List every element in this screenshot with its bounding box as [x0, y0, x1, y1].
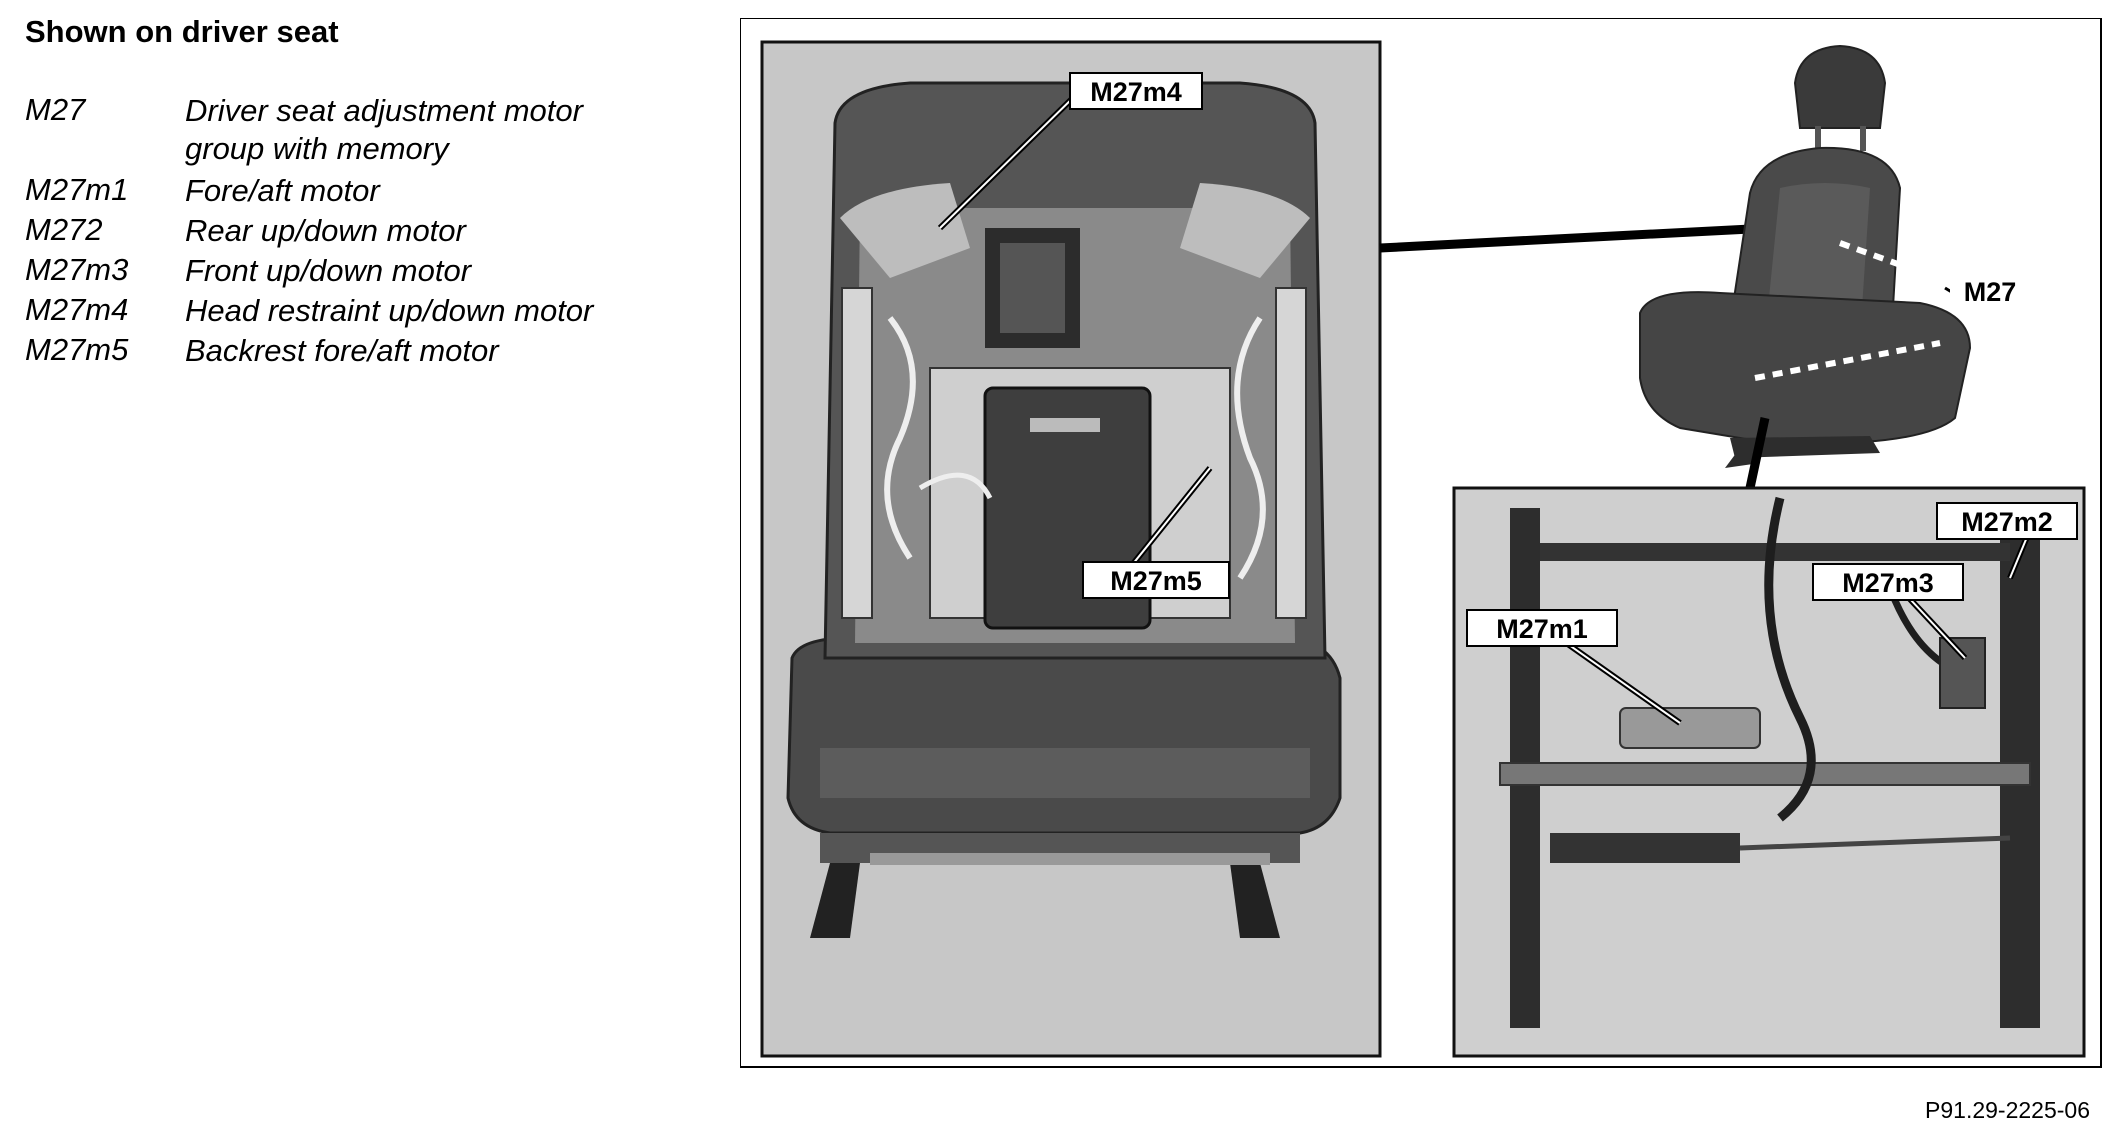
callout-m27m5: M27m5	[1082, 561, 1230, 599]
callout-m27m1: M27m1	[1466, 609, 1618, 647]
callout-label: M27	[1964, 277, 2017, 307]
connector-line	[1379, 223, 1771, 253]
legend-code: M27m1	[25, 172, 129, 207]
legend-code: M272	[25, 212, 103, 247]
legend-code: M27	[25, 92, 86, 127]
callout-m27m3: M27m3	[1812, 563, 1964, 601]
callout-m27m4: M27m4	[1069, 72, 1203, 110]
callout-label: M27m1	[1496, 614, 1588, 644]
reference-number: P91.29-2225-06	[1925, 1097, 2090, 1123]
callout-m27: M27	[1950, 273, 2030, 309]
callout-label: M27m2	[1961, 507, 2053, 537]
legend-description: Head restraint up/down motor	[185, 293, 594, 328]
legend-description: Rear up/down motor	[185, 213, 466, 248]
legend-code: M27m3	[25, 252, 129, 287]
seat-figure: M27m4 M27m5 M27 M27m1 M27m3 M27m2	[740, 18, 2102, 1068]
legend-description: Driver seat adjustment motor group with …	[185, 93, 583, 166]
diagram-heading: Shown on driver seat	[25, 14, 339, 49]
legend-description: Front up/down motor	[185, 253, 472, 288]
seat-frame-photo	[1452, 486, 2086, 1058]
callout-m27m2: M27m2	[1936, 502, 2078, 540]
seat-overview-photo	[1639, 44, 1972, 489]
callout-label: M27m5	[1110, 566, 1202, 596]
legend-description: Backrest fore/aft motor	[185, 333, 499, 368]
backrest-rear-photo	[760, 40, 1382, 1058]
legend-code: M27m4	[25, 292, 129, 327]
callout-label: M27m4	[1090, 77, 1182, 107]
legend-code: M27m5	[25, 332, 129, 367]
callout-label: M27m3	[1842, 568, 1934, 598]
legend-description: Fore/aft motor	[185, 173, 380, 208]
